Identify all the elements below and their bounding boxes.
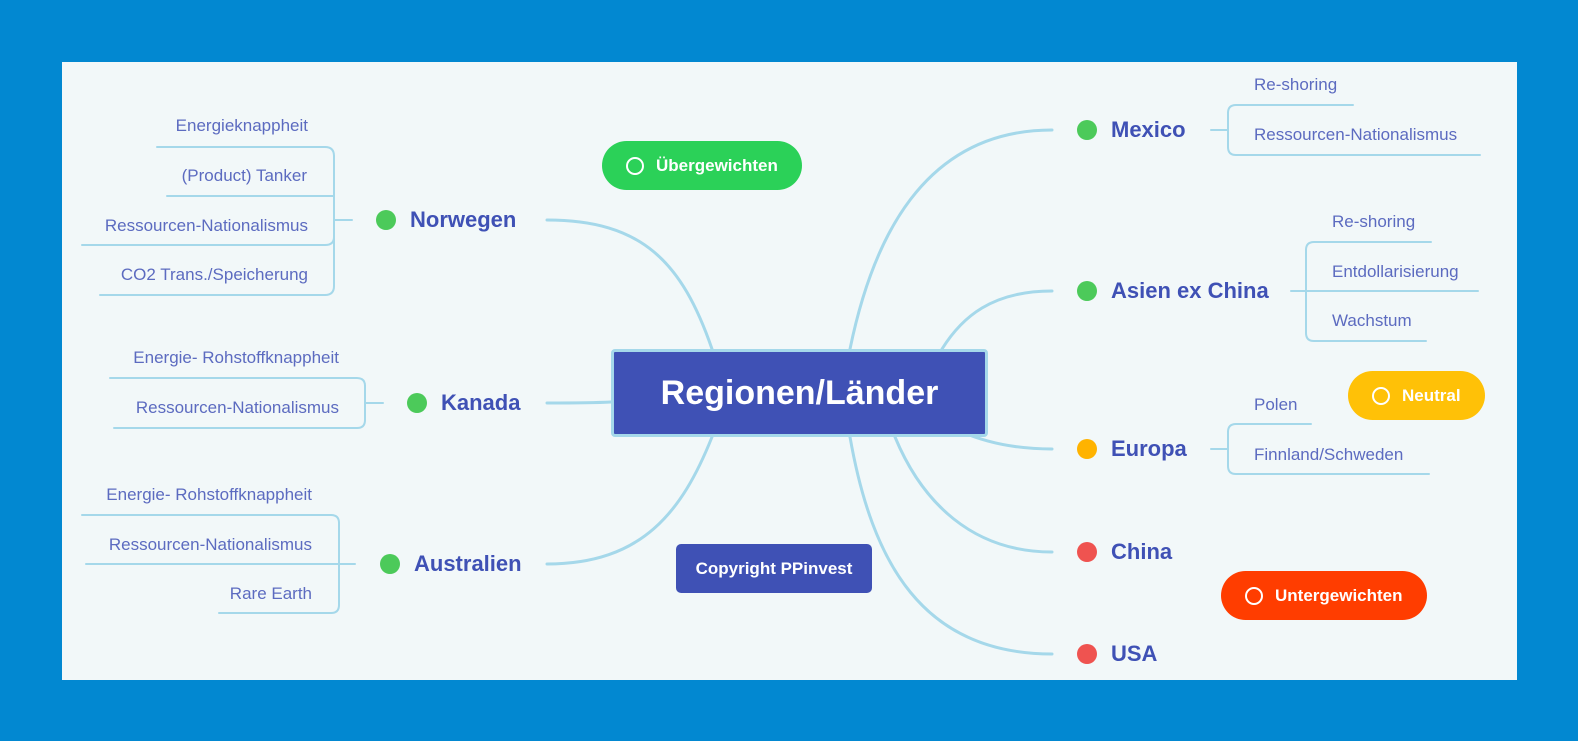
link-usa [848,435,1054,656]
leaf-item[interactable]: Rare Earth [229,584,312,603]
status-dot-green [407,393,427,413]
node-label: USA [1111,641,1158,666]
status-dot-red [1077,542,1097,562]
link-australien [545,435,714,566]
legend-overweight-label: Übergewichten [656,155,778,175]
status-dot-green [1077,281,1097,301]
circle-icon [1372,386,1390,405]
node-label: Kanada [441,390,521,415]
leaf-item[interactable]: (Product) Tanker [181,166,307,185]
link-mexico [848,128,1054,351]
leaf-item[interactable]: Ressourcen-Nationalismus [135,398,339,417]
legend-overweight: Übergewichten [602,141,802,190]
circle-icon [626,156,644,175]
leaf-item[interactable]: Energieknappheit [175,116,308,135]
node-label: Australien [414,551,522,576]
status-dot-green [380,554,400,574]
node-europa[interactable]: Europa [1077,436,1187,462]
mindmap-canvas: Regionen/Länder Übergewichten Neutral Un… [62,62,1517,680]
node-mexico[interactable]: Mexico [1077,117,1186,143]
leaf-item[interactable]: Re-shoring [1254,75,1338,94]
node-label: Norwegen [410,207,517,232]
leaf-item[interactable]: Energie- Rohstoffknappheit [133,348,339,367]
status-dot-green [1077,120,1097,140]
link-asien [940,289,1054,351]
status-dot-red [1077,644,1097,664]
status-dot-yellow [1077,439,1097,459]
node-label: Mexico [1111,117,1186,142]
copyright-label: Copyright PPinvest [676,544,872,593]
leaf-item[interactable]: Ressourcen-Nationalismus [104,216,308,235]
leaf-item[interactable]: CO2 Trans./Speicherung [120,265,308,284]
node-kanada[interactable]: Kanada [407,390,520,416]
node-asien-ex-china[interactable]: Asien ex China [1077,278,1269,304]
leaf-item[interactable]: Re-shoring [1332,212,1416,231]
link-norwegen [545,218,714,351]
circle-icon [1245,586,1263,605]
legend-underweight: Untergewichten [1221,571,1427,620]
node-china[interactable]: China [1077,539,1172,565]
leaf-item[interactable]: Polen [1254,395,1298,414]
node-norwegen[interactable]: Norwegen [376,207,516,233]
leaf-item[interactable]: Ressourcen-Nationalismus [108,535,312,554]
node-australien[interactable]: Australien [380,551,522,577]
legend-underweight-label: Untergewichten [1275,585,1403,605]
leaf-item[interactable]: Entdollarisierung [1332,262,1459,281]
central-topic[interactable]: Regionen/Länder [611,349,988,437]
status-dot-green [376,210,396,230]
link-kanada [545,400,613,405]
legend-neutral-label: Neutral [1402,385,1461,405]
node-label: Asien ex China [1111,278,1269,303]
node-usa[interactable]: USA [1077,641,1157,667]
leaf-item[interactable]: Wachstum [1332,311,1412,330]
node-label: Europa [1111,436,1187,461]
leaf-item[interactable]: Ressourcen-Nationalismus [1254,125,1458,144]
legend-neutral: Neutral [1348,371,1485,420]
leaf-item[interactable]: Energie- Rohstoffknappheit [106,485,312,504]
leaf-item[interactable]: Finnland/Schweden [1254,445,1404,464]
node-label: China [1111,539,1173,564]
link-china [893,435,1054,554]
